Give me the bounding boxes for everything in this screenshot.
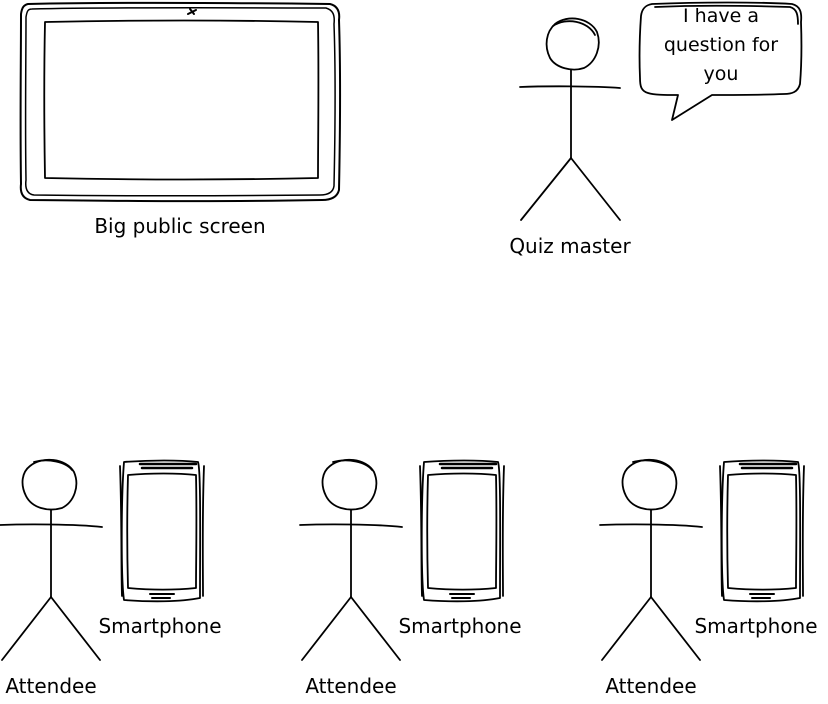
public-screen-icon xyxy=(19,1,342,203)
attendee-label: Attendee xyxy=(305,674,397,698)
smartphone-icon xyxy=(119,459,205,603)
public-screen-label: Big public screen xyxy=(94,214,266,238)
attendee-label: Attendee xyxy=(5,674,97,698)
attendee-label: Attendee xyxy=(605,674,697,698)
smartphone-label: Smartphone xyxy=(694,614,818,638)
smartphone-label: Smartphone xyxy=(398,614,522,638)
attendee-figure xyxy=(599,458,703,661)
attendee-figure xyxy=(299,458,403,661)
speech-bubble-text: I have a question for you xyxy=(663,5,779,85)
speech-bubble xyxy=(638,1,803,121)
quiz-master-figure xyxy=(519,17,621,221)
smartphone-label: Smartphone xyxy=(98,614,222,638)
smartphone-icon xyxy=(419,459,505,603)
attendee-figure xyxy=(0,458,103,661)
quiz-master-label: Quiz master xyxy=(509,234,631,258)
smartphone-icon xyxy=(719,459,805,603)
